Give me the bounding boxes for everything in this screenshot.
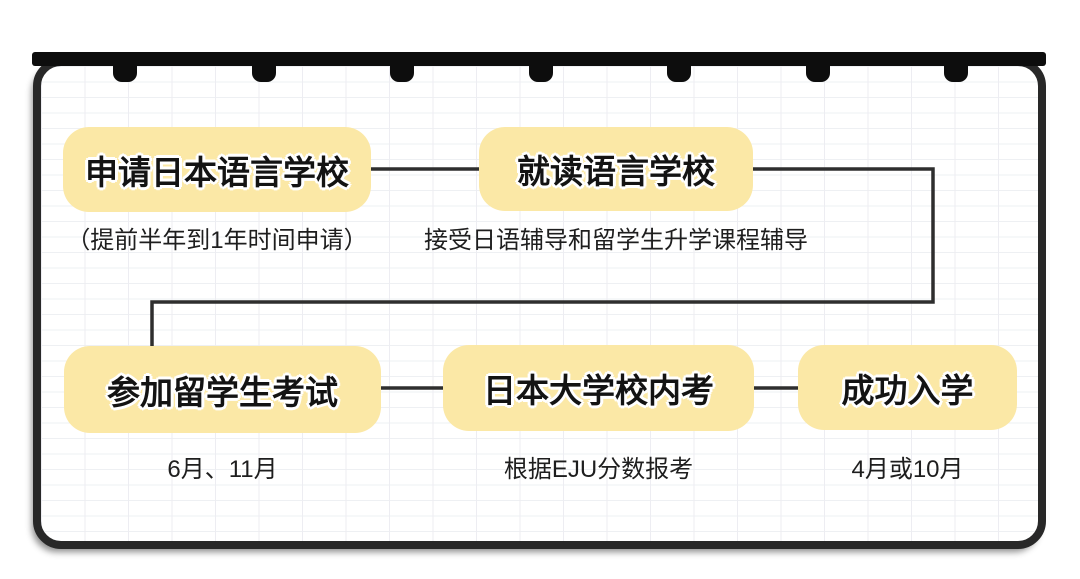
step-box-take-eju-exam: 参加留学生考试 <box>64 346 381 433</box>
step-title: 日本大学校内考 <box>483 372 714 409</box>
step-note: （提前半年到1年时间申请） <box>66 227 368 254</box>
binder-tab <box>113 53 137 82</box>
step-box-university-internal-exam: 日本大学校内考 <box>443 345 754 431</box>
binder-tab <box>529 53 553 82</box>
connector-step2-step3 <box>150 167 935 347</box>
binder-tab <box>667 53 691 82</box>
step-note: 根据EJU分数报考 <box>503 456 694 483</box>
step-box-successful-enrollment: 成功入学 <box>798 345 1017 430</box>
step-note: 6月、11月 <box>167 456 278 483</box>
binder-tab <box>806 53 830 82</box>
step-note: 接受日语辅导和留学生升学课程辅导 <box>424 227 808 254</box>
binder-tab <box>390 53 414 82</box>
step-title: 就读语言学校 <box>517 153 715 190</box>
step-title: 申请日本语言学校 <box>85 153 349 191</box>
step-box-apply-language-school: 申请日本语言学校 <box>63 127 371 212</box>
binder-tab <box>944 53 968 82</box>
step-note: 4月或10月 <box>851 456 964 483</box>
binder-tab <box>252 53 276 82</box>
step-box-attend-language-school: 就读语言学校 <box>479 127 753 211</box>
step-title: 成功入学 <box>841 371 974 409</box>
step-title: 参加留学生考试 <box>107 373 338 411</box>
